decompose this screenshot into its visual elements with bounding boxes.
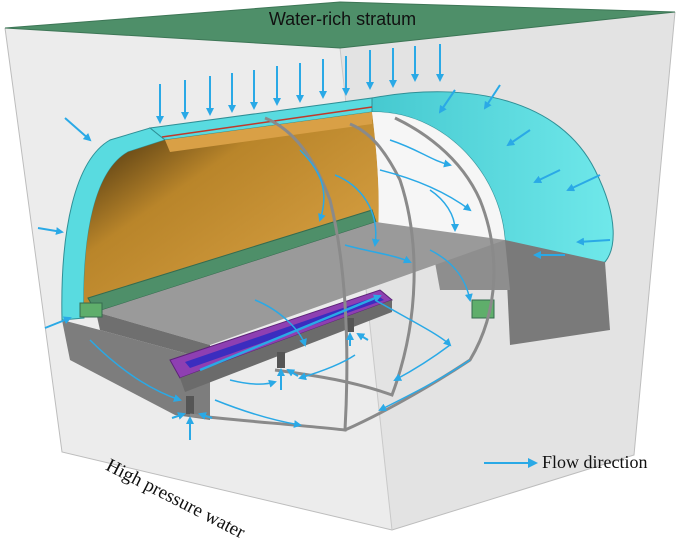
- water-rich-stratum-layer: [4, 1, 676, 49]
- steel-arch-ribs: [189, 116, 496, 432]
- road-slab: [96, 222, 505, 345]
- drain-pipes: [186, 318, 354, 414]
- water-rich-stratum-label: Water-rich stratum: [268, 9, 417, 29]
- left-ditch: [79, 302, 103, 318]
- seepage-flow-curves: [89, 139, 473, 428]
- back-base-block: [505, 240, 610, 345]
- tunnel-hollow-right: [372, 111, 505, 241]
- arrow-right-icon: [484, 457, 538, 468]
- radial-inflow-arrows: [37, 84, 611, 329]
- legend-flow-direction-label: Flow direction: [542, 452, 648, 472]
- ceiling-plate: [165, 112, 372, 152]
- tunnel-interior-wall: [83, 112, 379, 318]
- invert-base: [62, 320, 210, 420]
- trench-flow-arrow: [199, 294, 382, 372]
- inflow-arrows-top: [156, 44, 444, 124]
- legend: Flow direction: [482, 452, 648, 473]
- drain-inflow-arrows: [171, 332, 369, 440]
- road-slab-edge: [96, 312, 210, 360]
- drain-base: [180, 300, 392, 392]
